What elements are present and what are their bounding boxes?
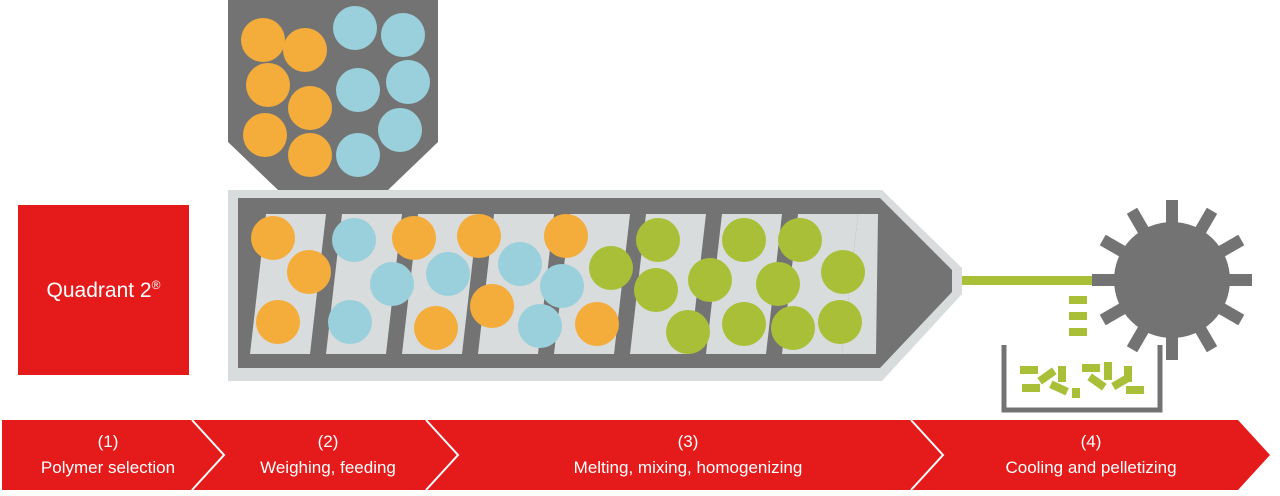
registered-mark: ® [151,277,161,292]
cutter-tooth [1208,297,1245,326]
stage-arrow-1 [2,420,224,490]
stage-1-number: (1) [97,432,119,451]
stage-1: (1) Polymer selection [2,420,214,490]
cutter-tooth [1166,326,1178,360]
pellet [332,218,376,262]
pellet [256,300,300,344]
pellet [386,60,430,104]
pellet [336,68,380,112]
cutter-tooth [1166,200,1178,234]
cutter-tooth [1126,316,1155,353]
stage-3: (3) Melting, mixing, homogenizing [446,420,930,490]
pellet [666,310,710,354]
pellet [540,264,584,308]
stage-3-label: Melting, mixing, homogenizing [573,458,803,477]
pellet [426,252,470,296]
pellet [589,246,633,290]
pellet [756,262,800,306]
cutter-tooth [1099,297,1136,326]
stage-arrow-4 [911,420,1270,490]
cutter-tooth [1218,274,1252,286]
brand-name: Quadrant 2 [46,278,152,302]
pellet [575,302,619,346]
collected-pellets [1020,362,1144,398]
stage-1-label: Polymer selection [40,458,176,477]
pellet [457,214,501,258]
stage-2-label: Weighing, feeding [260,458,396,477]
stage-2-number: (2) [317,432,339,451]
pellet [722,302,766,346]
pellet [722,218,766,262]
pellet [518,304,562,348]
falling-pellets [1069,296,1087,336]
collection-tray-icon [1001,345,1163,413]
cutter-tooth [1099,234,1136,263]
pellet [333,6,377,50]
pellet [336,133,380,177]
pellet [771,306,815,350]
pellet [246,63,290,107]
pellet [778,218,822,262]
cutter-tooth [1189,207,1218,244]
stage-arrow-bar [2,419,1270,491]
pellet [498,242,542,286]
pellet [818,300,862,344]
extruded-strand [962,276,1102,285]
stage-4-number: (4) [1080,432,1102,451]
stage-2: (2) Weighing, feeding [214,420,442,490]
pellet [283,28,327,72]
pellet [636,218,680,262]
pellet [392,216,436,260]
pellet [688,258,732,302]
pellet [287,250,331,294]
pellet [370,262,414,306]
stage-arrow-2 [192,420,458,490]
pellet [288,86,332,130]
arrow-divider [191,419,226,491]
pellet [414,306,458,350]
pellet [288,133,332,177]
stage-arrow-3 [426,420,943,490]
extruder-barrel-icon [228,190,962,381]
brand-label: Quadrant 2® [47,278,161,303]
cutter-tooth [1189,316,1218,353]
pelletizer-cutter-icon [1092,200,1252,360]
pellet [381,13,425,57]
pellet [634,268,678,312]
pellet [328,300,372,344]
pellet [378,108,422,152]
pellet [241,18,285,62]
brand-box: Quadrant 2® [18,205,189,375]
pellet [544,214,588,258]
arrow-divider [910,419,945,491]
hopper-pellets [241,6,430,177]
pellet [821,250,865,294]
stage-3-number: (3) [677,432,699,451]
pellet [470,284,514,328]
arrow-divider [425,419,460,491]
barrel-pellets [251,214,865,354]
stage-4-label: Cooling and pelletizing [1005,458,1177,477]
stage-4: (4) Cooling and pelletizing [930,420,1252,490]
cutter-tooth [1208,234,1245,263]
cutter-tooth [1126,207,1155,244]
pellet [251,216,295,260]
pellet [243,113,287,157]
cutter-tooth [1092,274,1126,286]
